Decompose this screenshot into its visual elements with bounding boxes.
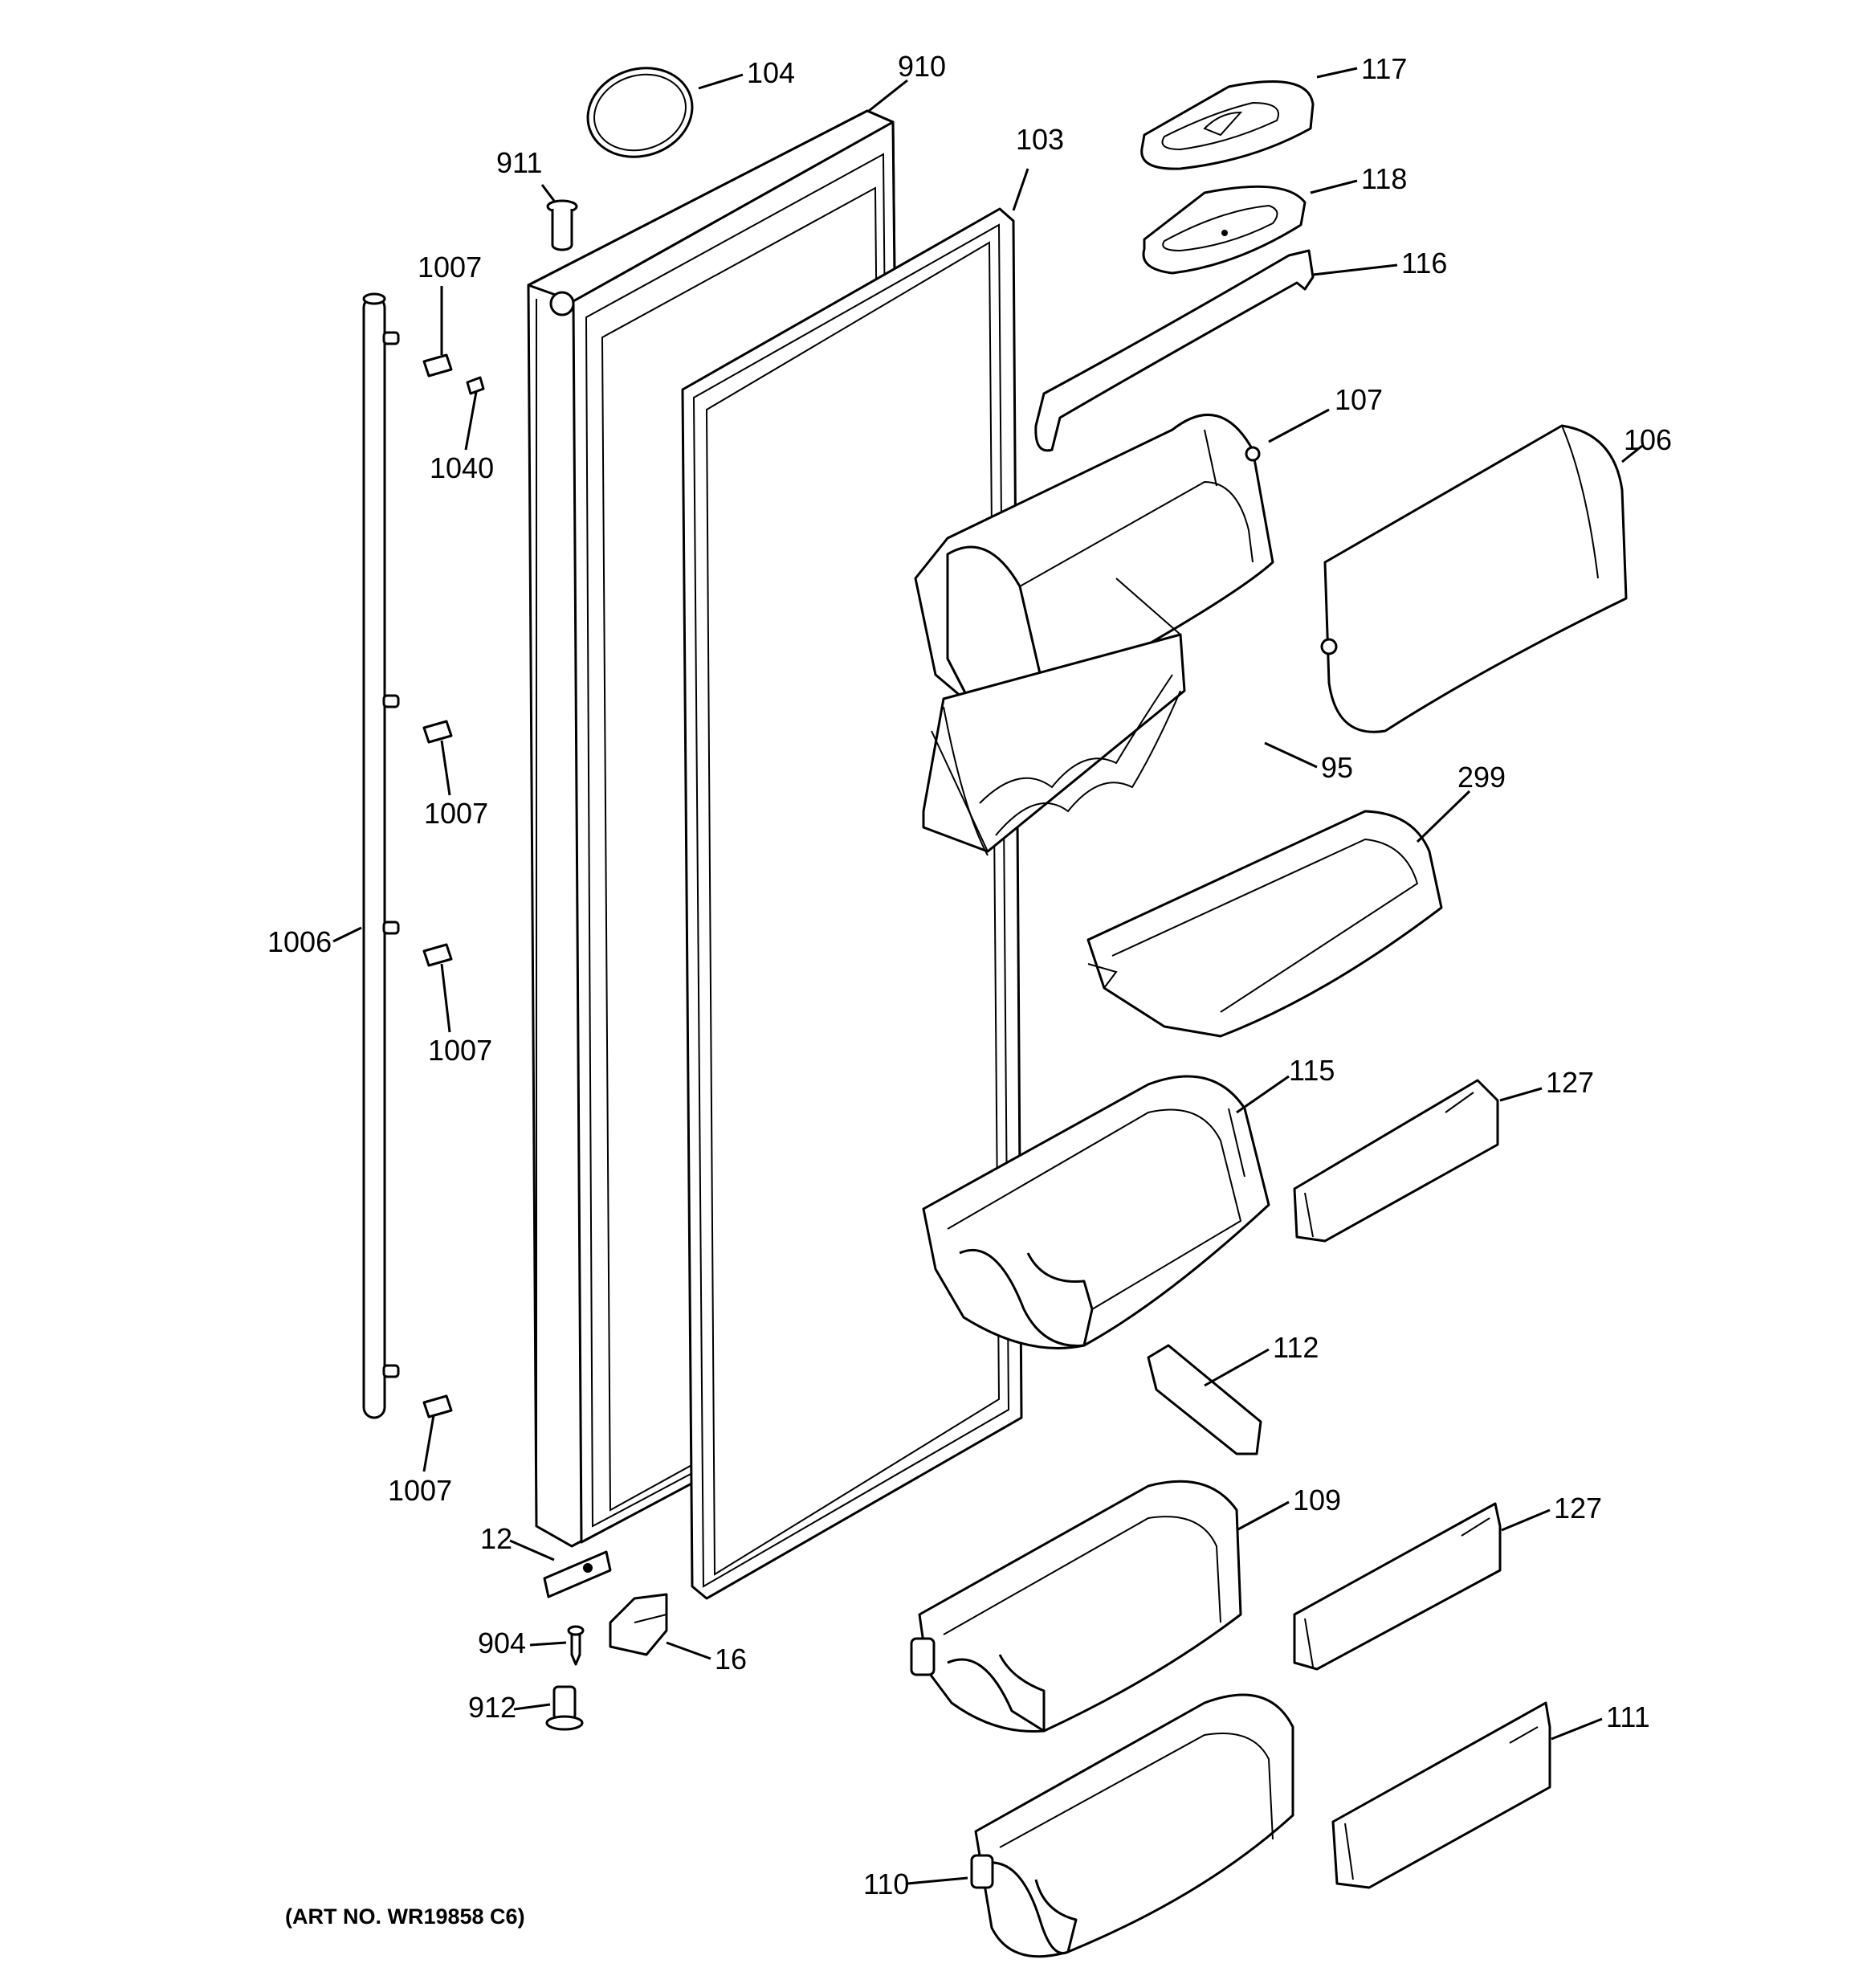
part-labels: 104 910 911 103 117 118 116 1007 1040 10… bbox=[267, 50, 1672, 1900]
wire-rack-part bbox=[922, 578, 1186, 856]
label-12: 12 bbox=[480, 1522, 512, 1555]
label-910: 910 bbox=[898, 50, 946, 83]
bottom-door-bin-part bbox=[970, 1693, 1294, 1958]
label-912: 912 bbox=[468, 1691, 516, 1724]
bin-divider-part bbox=[1147, 1344, 1262, 1455]
label-1040: 1040 bbox=[430, 451, 494, 484]
dispenser-cover-part bbox=[1140, 80, 1315, 170]
label-1007-top: 1007 bbox=[418, 251, 482, 284]
label-904: 904 bbox=[478, 1627, 526, 1659]
label-106: 106 bbox=[1624, 423, 1672, 456]
dairy-bin-part bbox=[914, 413, 1274, 709]
label-103: 103 bbox=[1016, 123, 1064, 156]
label-299: 299 bbox=[1457, 761, 1506, 794]
top-rail-part bbox=[1034, 249, 1315, 452]
label-104: 104 bbox=[747, 56, 795, 89]
label-110: 110 bbox=[863, 1868, 909, 1900]
label-107: 107 bbox=[1335, 383, 1383, 416]
bin-front-cover-part-2 bbox=[1293, 1502, 1502, 1671]
label-1007-bottom: 1007 bbox=[388, 1474, 452, 1507]
gasket-ring-part bbox=[586, 67, 694, 158]
drip-tray-part bbox=[1142, 185, 1307, 275]
hinge-bracket-part bbox=[609, 1593, 668, 1656]
label-118: 118 bbox=[1361, 162, 1407, 195]
label-127-lower: 127 bbox=[1554, 1492, 1602, 1525]
label-112: 112 bbox=[1273, 1331, 1319, 1364]
lower-door-bin-part bbox=[910, 1480, 1242, 1733]
bin-front-cover-part bbox=[1293, 1079, 1499, 1243]
label-127-upper: 127 bbox=[1546, 1066, 1594, 1099]
label-111: 111 bbox=[1606, 1700, 1650, 1733]
label-109: 109 bbox=[1293, 1484, 1341, 1517]
label-911: 911 bbox=[496, 146, 542, 179]
bottom-bushing-part bbox=[545, 1685, 584, 1731]
label-1007-low: 1007 bbox=[428, 1034, 492, 1067]
label-1006: 1006 bbox=[267, 925, 332, 958]
door-gasket-part bbox=[681, 207, 1023, 1600]
label-117: 117 bbox=[1361, 52, 1407, 85]
handle-clip-parts bbox=[422, 353, 485, 1419]
label-115: 115 bbox=[1289, 1054, 1335, 1087]
label-95: 95 bbox=[1321, 751, 1353, 784]
door-shelf-part bbox=[1086, 810, 1443, 1038]
label-1007-mid: 1007 bbox=[424, 797, 488, 830]
bottom-bin-cover-part bbox=[1331, 1701, 1551, 1889]
door-bin-part bbox=[922, 1075, 1270, 1349]
handle-rod-part bbox=[362, 292, 400, 1419]
bin-cover-part bbox=[1320, 424, 1628, 733]
art-number: (ART NO. WR19858 C6) bbox=[285, 1904, 525, 1929]
label-116: 116 bbox=[1401, 247, 1447, 280]
top-bushing-part bbox=[546, 199, 578, 251]
screw-part bbox=[567, 1625, 585, 1666]
label-16: 16 bbox=[715, 1643, 747, 1676]
leader-lines bbox=[332, 67, 1643, 1885]
hinge-plate-part bbox=[543, 1550, 612, 1598]
